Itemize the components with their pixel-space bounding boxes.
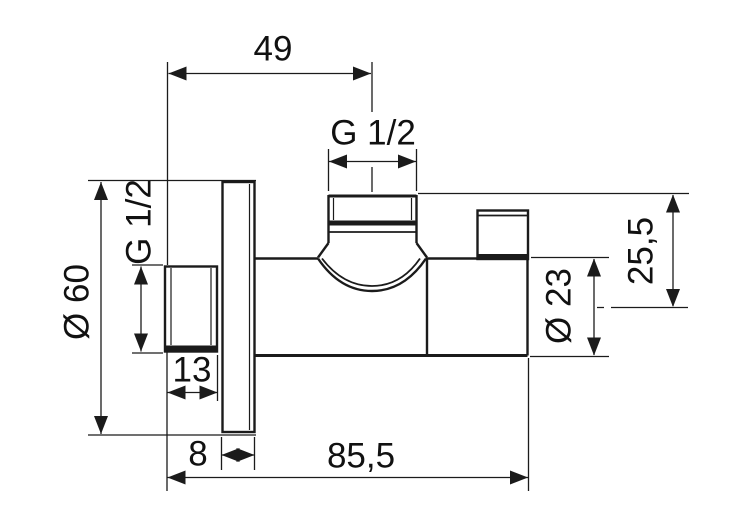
body-top-right-and-right-edge [426,257,529,356]
top-fitting-sides [327,195,418,243]
dimensions: 49 G 1/2 G 1/2 Ø 60 [58,30,689,491]
dim-g12-top-label: G 1/2 [330,114,416,153]
outlet-fitting-right [476,209,530,261]
wall-plate [221,180,256,434]
dim-g12-top-arrow-left [329,154,347,169]
dim-dia60-arrow-up [94,182,108,200]
dim-49-extension-lines [166,62,373,265]
dim-g12-left-arrow-up [134,266,148,285]
dim-13-arrow-right [199,385,218,400]
outlet-fitting-bottom-band [477,254,528,260]
dim-49-label: 49 [254,30,293,69]
dim-dia23-label: Ø 23 [540,268,579,344]
inlet-fitting-wall-lines [170,268,212,345]
dimension-total-depth: 85,5 [166,352,530,491]
inlet-fitting-left [163,265,219,353]
dim-855-extension-lines [166,352,530,491]
dimension-body-diameter: Ø 23 [530,256,609,358]
wall-plate-outline [221,180,256,434]
dim-13-arrow-left [167,385,186,400]
dim-g12-top-arrow-right [398,154,416,169]
valve-body [254,257,529,357]
dim-49-arrow-left [168,66,187,81]
dim-8-arrow-right [236,448,255,462]
dimension-top-width: 49 [166,30,373,265]
top-fitting-nut-facets [332,198,413,220]
dim-855-label: 85,5 [327,437,395,476]
dim-255-arrow-up [666,194,680,213]
dimension-top-thread: G 1/2 [327,114,418,191]
body-saddle-inner-curve [321,257,421,287]
dim-13-label: 13 [173,351,212,390]
dimension-plate-thickness: 8 [188,435,256,474]
valve-outline [163,180,530,434]
dim-dia23-extension-lines [530,256,609,358]
dimension-inlet-depth: 13 [167,351,219,401]
dim-49-arrow-right [353,66,371,81]
dim-g12-left-extension-lines [132,264,163,354]
dim-dia23-arrow-up [587,258,601,277]
dim-g12-left-label: G 1/2 [120,179,159,265]
outlet-fitting-outline [476,209,530,261]
dim-g12-left-arrow-down [134,333,148,352]
inlet-fitting-bottom-band [164,345,218,352]
top-fitting [317,194,428,259]
dim-255-arrow-down [666,289,680,307]
top-fitting-band [328,220,417,226]
top-fitting-flares [317,242,428,259]
dim-8-arrow-left [221,448,240,462]
dim-8-label: 8 [188,435,207,474]
dim-855-arrow-right [510,470,528,485]
dim-dia23-arrow-down [587,337,601,356]
body-saddle-outer-curve [317,257,427,293]
dim-g12-top-extension-lines [327,149,418,191]
dim-8-extension-lines [220,437,256,470]
dim-255-label: 25,5 [622,217,661,285]
inlet-fitting-outline [163,265,219,353]
dimension-outlet-height: 25,5 [418,192,689,309]
dim-dia60-arrow-down [94,416,108,434]
dimension-plate-diameter: Ø 60 [58,179,256,436]
dimension-left-thread: G 1/2 [120,179,163,354]
dim-dia60-label: Ø 60 [58,264,97,340]
dim-855-arrow-left [167,470,186,485]
dim-dia60-extension-lines [88,179,256,436]
